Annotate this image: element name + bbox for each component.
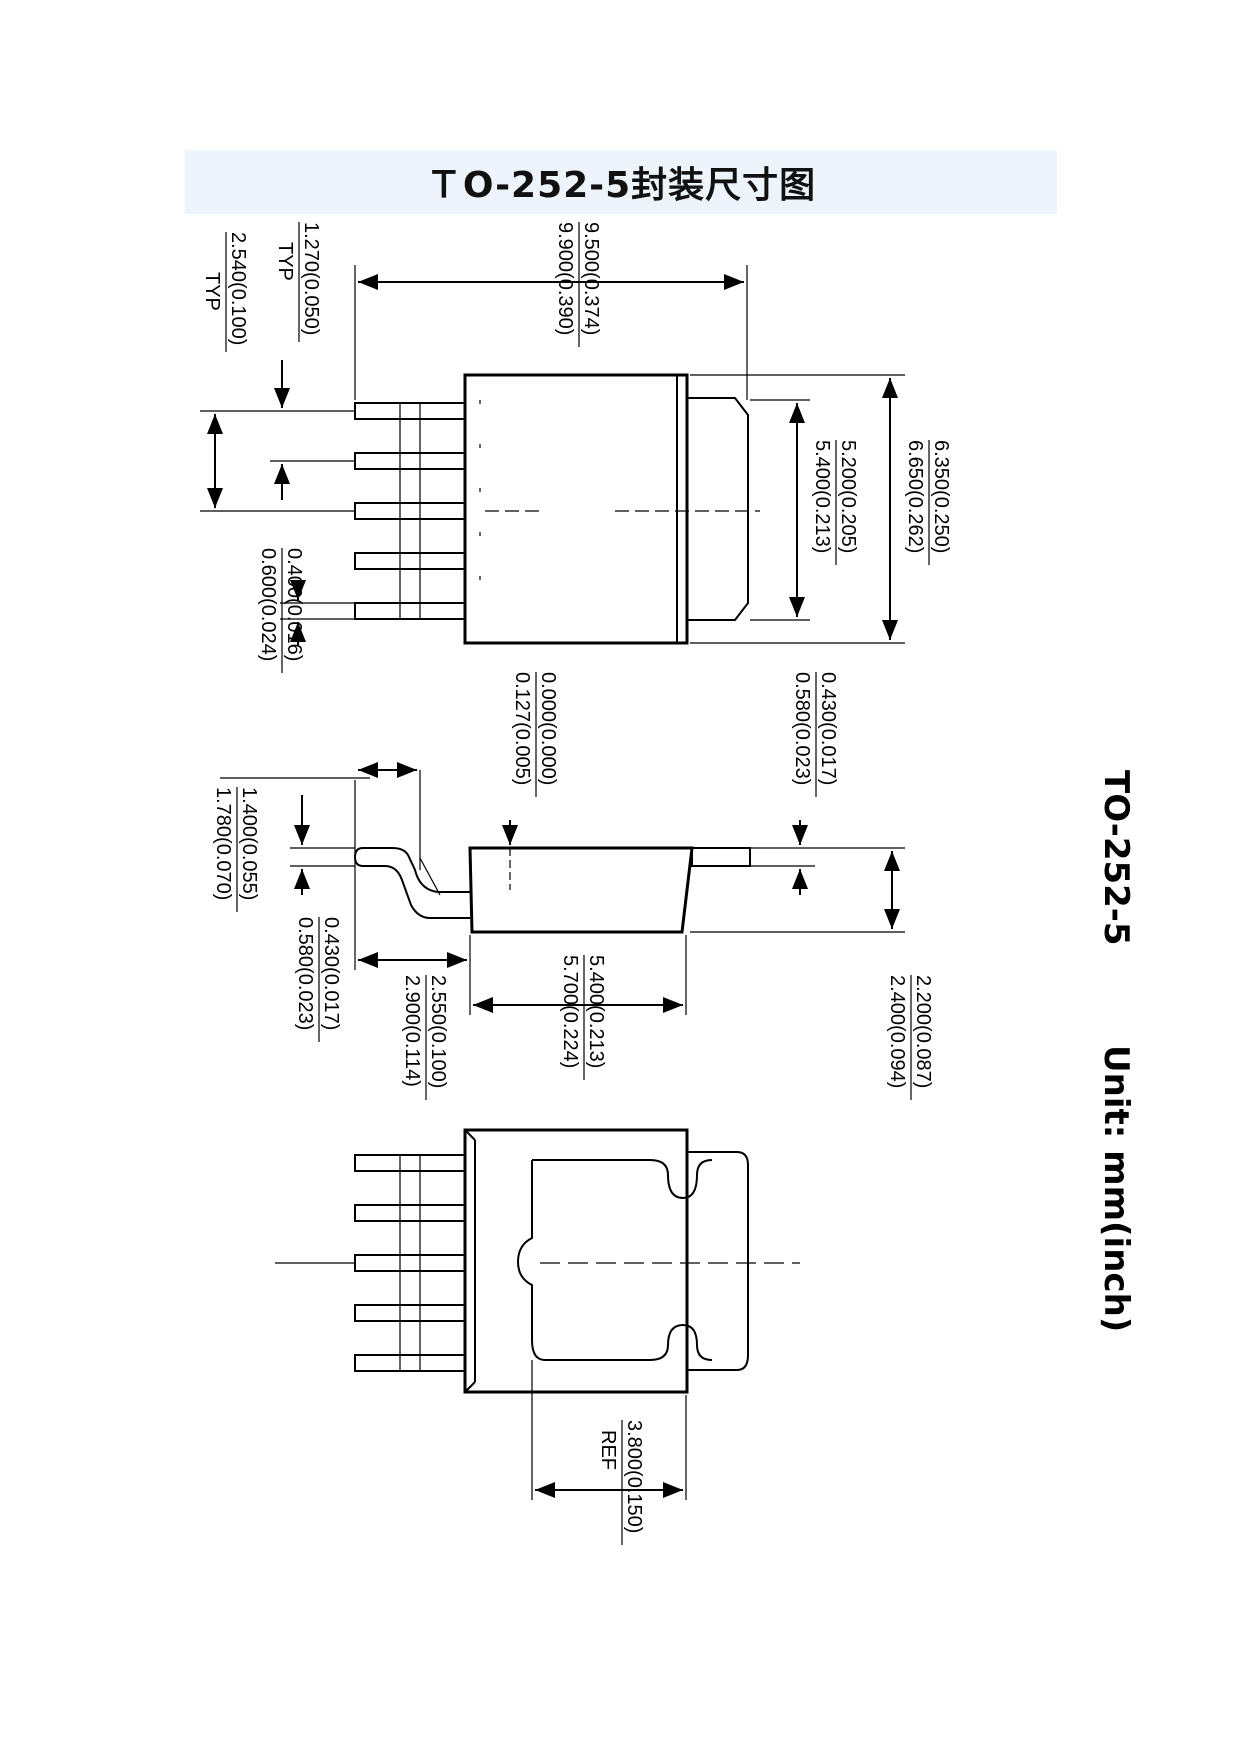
dim-width-1: 6.350(0.250) xyxy=(930,440,952,553)
dim-tab-2: 5.400(0.213) xyxy=(811,440,833,553)
dim-leadt-2: 0.580(0.023) xyxy=(294,917,316,1030)
dim-bodyl-2: 5.700(0.224) xyxy=(559,955,581,1068)
dim-leadt-1: 0.430(0.017) xyxy=(320,917,342,1030)
unit-label: Unit: mm(inch) xyxy=(1096,1045,1136,1332)
top-view xyxy=(200,265,905,645)
dim-foot-1: 2.550(0.100) xyxy=(427,975,449,1088)
dim-height-2: 2.400(0.094) xyxy=(886,975,908,1088)
top-tab xyxy=(687,397,749,621)
dim-height-1: 2.200(0.087) xyxy=(912,975,934,1088)
dim-ref-2: REF xyxy=(597,1430,619,1470)
dim-pitch-1: 1.270(0.050) xyxy=(300,222,322,335)
dim-leadl-1: 1.400(0.055) xyxy=(238,787,260,900)
dim-span-1: 2.540(0.100) xyxy=(227,232,249,345)
dim-length-2: 9.900(0.390) xyxy=(554,222,576,335)
dim-span-2: TYP xyxy=(201,272,223,311)
dim-pitch-2: TYP xyxy=(274,242,296,281)
dim-tab-1: 5.200(0.205) xyxy=(837,440,859,553)
dim-leadw-2: 0.600(0.024) xyxy=(257,548,279,661)
side-view xyxy=(220,762,905,1015)
package-label: TO-252-5 xyxy=(1096,770,1136,946)
dim-length-1: 9.500(0.374) xyxy=(580,222,602,335)
title-banner: ＴO-252-5封装尺寸图 xyxy=(185,150,1057,214)
side-lead xyxy=(353,847,470,919)
dim-leadl-2: 1.780(0.070) xyxy=(212,787,234,900)
dim-width-2: 6.650(0.262) xyxy=(904,440,926,553)
dim-tabt-1: 0.430(0.017) xyxy=(817,672,839,785)
side-body xyxy=(468,846,694,934)
dim-leadw-1: 0.400(0.016) xyxy=(283,548,305,661)
dim-tabt-2: 0.580(0.023) xyxy=(791,672,813,785)
side-tab xyxy=(691,847,751,867)
bottom-leads xyxy=(354,1154,466,1372)
dim-standoff-1: 0.000(0.000) xyxy=(537,672,559,785)
dim-ref-1: 3.800(0.150) xyxy=(623,1420,645,1533)
bottom-body xyxy=(463,1128,689,1394)
bottom-tab xyxy=(687,1151,749,1371)
dimension-labels: 1.270(0.050) TYP 2.540(0.100) TYP 9.500(… xyxy=(201,222,952,1545)
bottom-view xyxy=(275,1128,800,1500)
dim-standoff-2: 0.127(0.005) xyxy=(511,672,533,785)
top-leads xyxy=(354,402,466,620)
page-title: ＴO-252-5封装尺寸图 xyxy=(425,165,817,206)
bottom-pad xyxy=(516,1159,713,1361)
dim-foot-2: 2.900(0.114) xyxy=(401,975,423,1087)
top-body xyxy=(463,373,689,645)
dim-bodyl-1: 5.400(0.213) xyxy=(585,955,607,1068)
